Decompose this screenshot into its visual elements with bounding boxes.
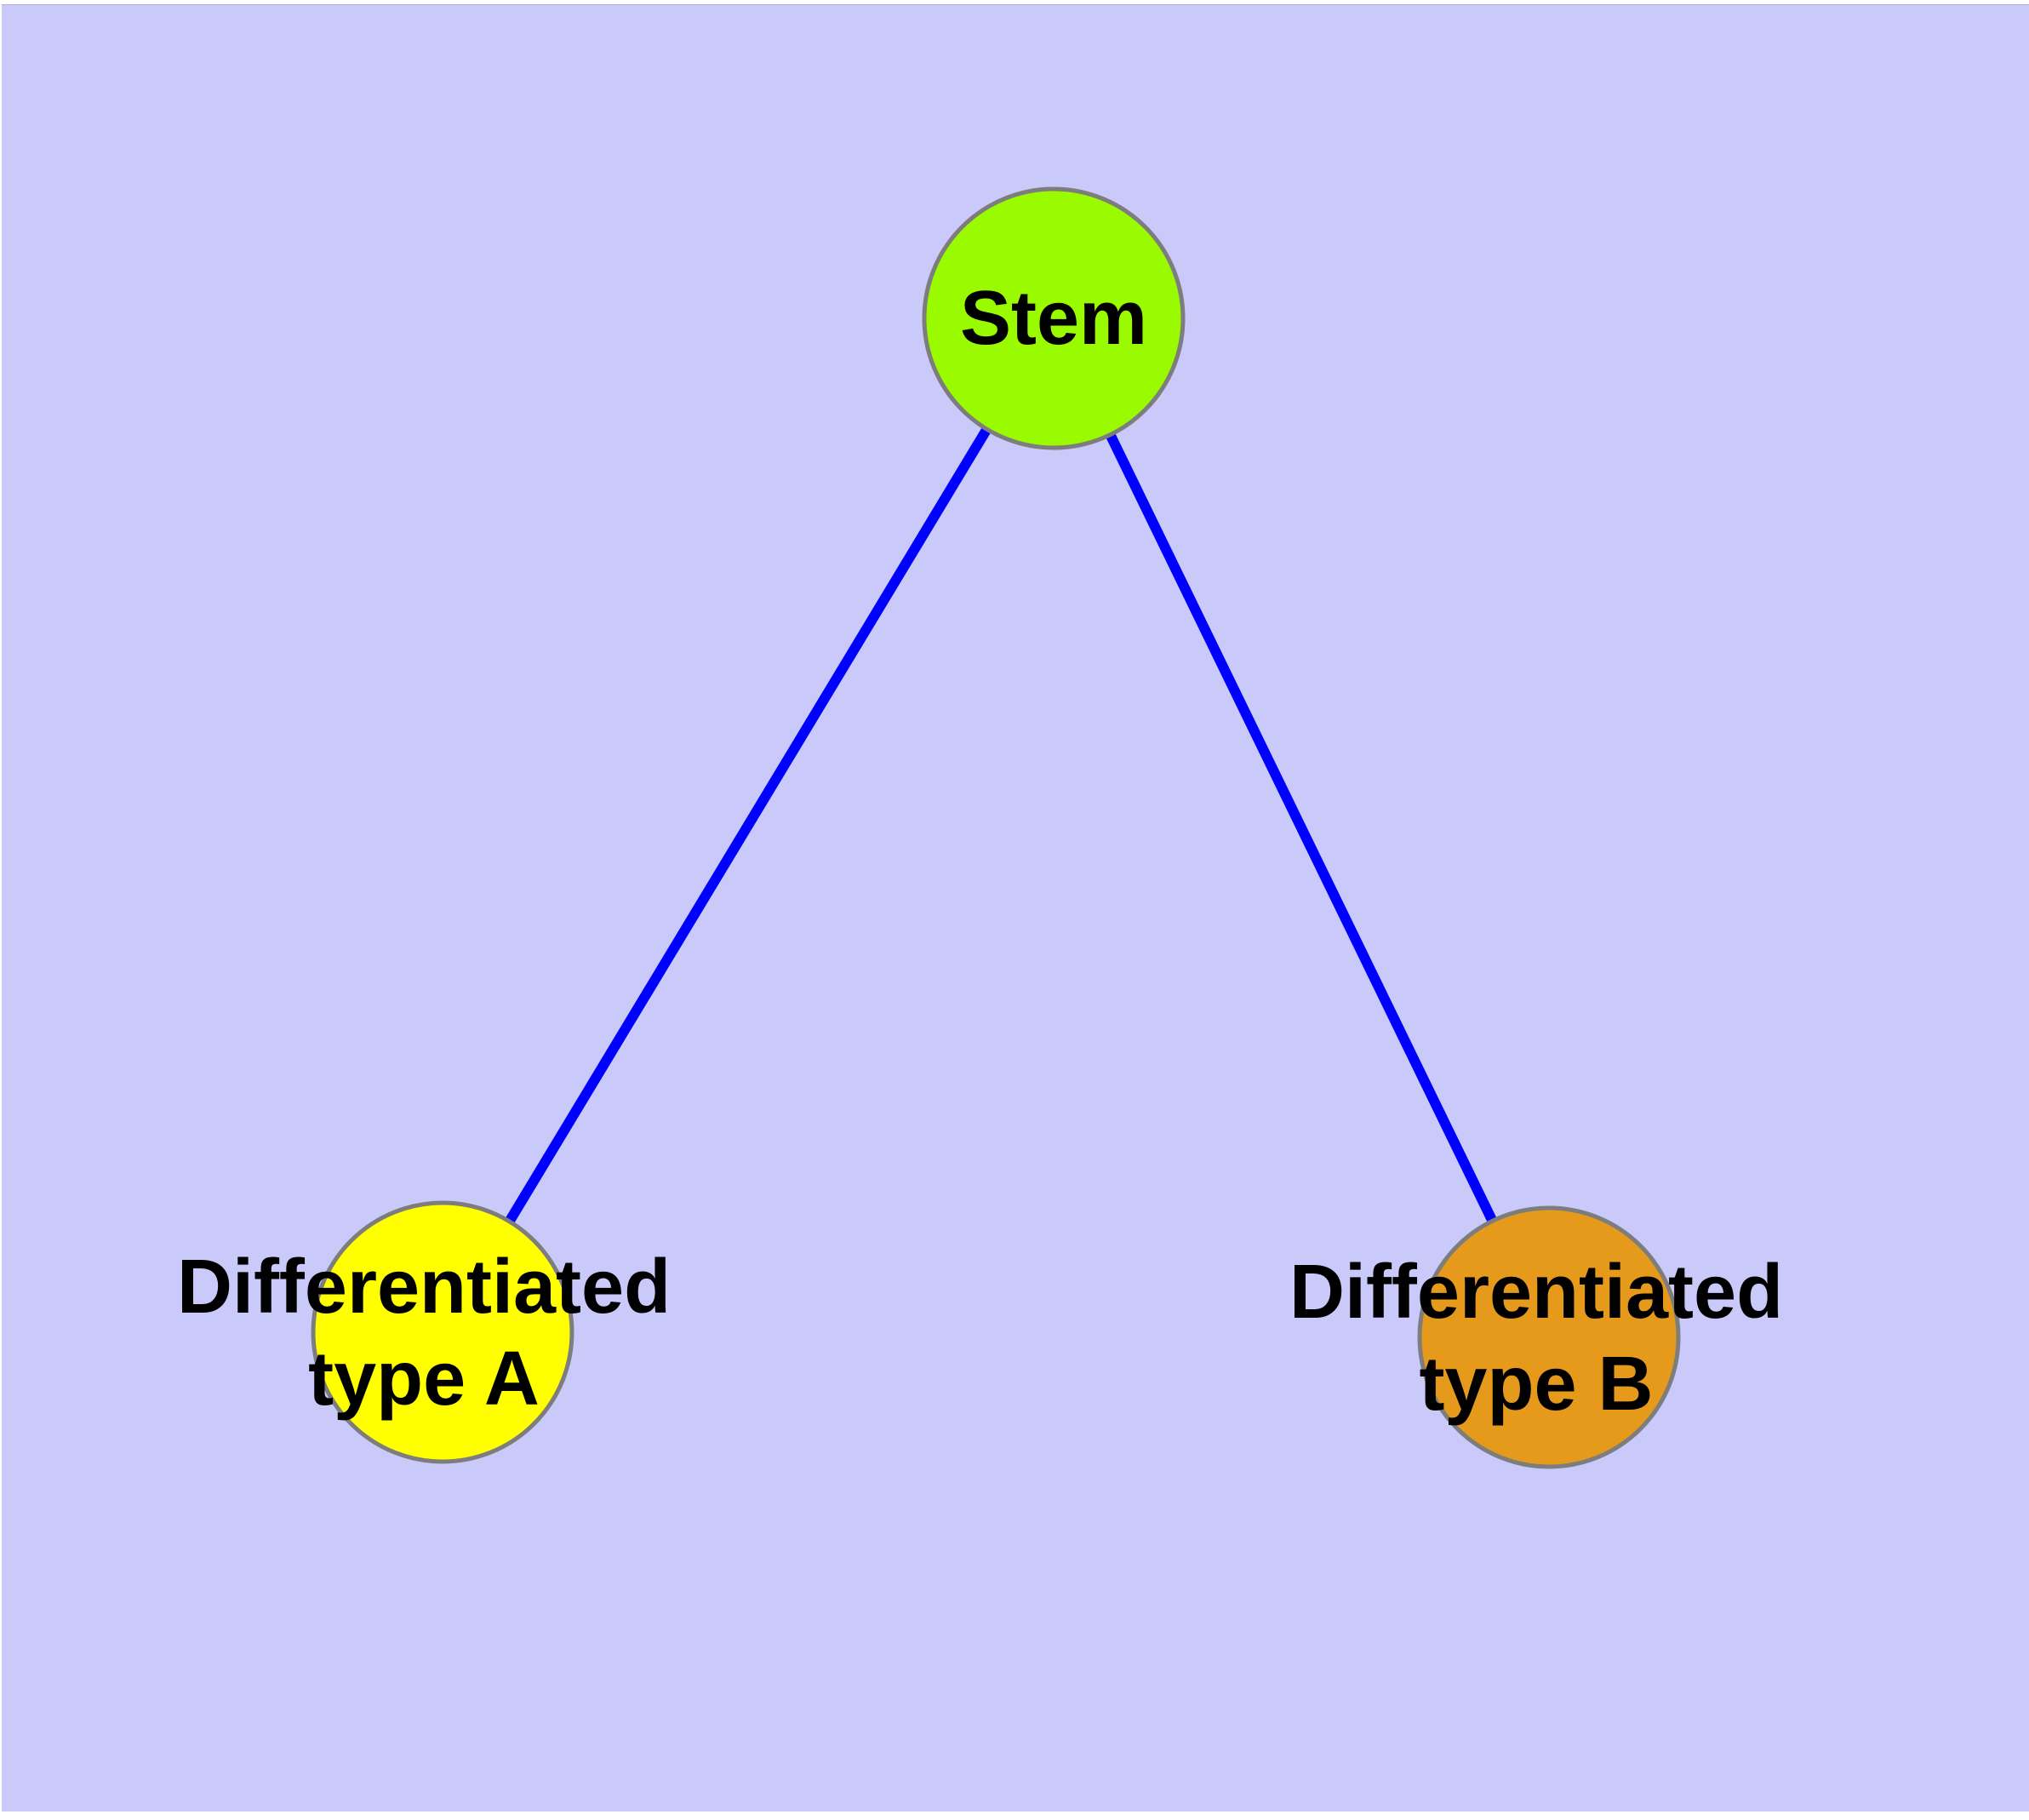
edge-stem-to-type-a: [437, 315, 1059, 1336]
edge-stem-to-type-b: [1049, 316, 1554, 1340]
node-differentiated-type-a: [311, 1200, 574, 1464]
node-differentiated-type-b: [1417, 1205, 1681, 1469]
node-stem: [922, 186, 1186, 450]
